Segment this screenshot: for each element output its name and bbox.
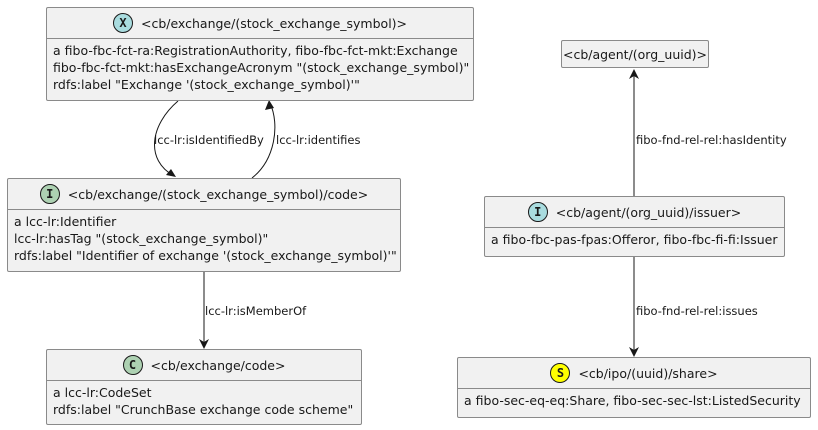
node-exchange-code-header: I <cb/exchange/(stock_exchange_symbol)/c… xyxy=(8,179,400,210)
node-exchange-title: <cb/exchange/(stock_exchange_symbol)> xyxy=(140,15,408,31)
node-exchange-line-3: rdfs:label "Exchange '(stock_exchange_sy… xyxy=(53,77,360,92)
node-code-set-header: C <cb/exchange/code> xyxy=(47,350,361,381)
node-issuer-header: I <cb/agent/(org_uuid)/issuer> xyxy=(485,197,784,228)
edge-identifies xyxy=(251,102,276,179)
stereotype-i-icon: I xyxy=(39,184,60,204)
stereotype-i-icon: I xyxy=(527,202,548,222)
node-code-set-title: <cb/exchange/code> xyxy=(150,357,286,373)
node-exchange: X <cb/exchange/(stock_exchange_symbol)> … xyxy=(46,7,474,101)
node-code-set-body: a lcc-lr:CodeSet rdfs:label "CrunchBase … xyxy=(47,381,361,418)
edge-is-identified-by-arrowhead xyxy=(166,169,176,177)
edge-label-issues: fibo-fnd-rel-rel:issues xyxy=(636,304,758,318)
node-agent-header: <cb/agent/(org_uuid)> xyxy=(562,41,708,67)
node-code-set: C <cb/exchange/code> a lcc-lr:CodeSet rd… xyxy=(46,349,362,425)
node-share-body: a fibo-sec-eq-eq:Share, fibo-sec-sec-lst… xyxy=(458,389,810,409)
node-issuer-title: <cb/agent/(org_uuid)/issuer> xyxy=(555,204,742,220)
node-exchange-code-title: <cb/exchange/(stock_exchange_symbol)/cod… xyxy=(67,186,369,202)
edge-is-identified-by xyxy=(153,100,179,177)
node-code-set-line-2: rdfs:label "CrunchBase exchange code sch… xyxy=(53,402,354,417)
node-exchange-line-2: fibo-fbc-fct-mkt:hasExchangeAcronym "(st… xyxy=(53,60,470,75)
edge-label-has-identity: fibo-fnd-rel-rel:hasIdentity xyxy=(636,133,787,147)
node-issuer: I <cb/agent/(org_uuid)/issuer> a fibo-fb… xyxy=(484,196,785,257)
node-exchange-line-1: a fibo-fbc-fct-ra:RegistrationAuthority,… xyxy=(53,43,458,58)
node-agent-title: <cb/agent/(org_uuid)> xyxy=(562,46,708,62)
node-issuer-line-1: a fibo-fbc-pas-fpas:Offeror, fibo-fbc-fi… xyxy=(491,232,778,247)
node-exchange-code: I <cb/exchange/(stock_exchange_symbol)/c… xyxy=(7,178,401,272)
node-issuer-body: a fibo-fbc-pas-fpas:Offeror, fibo-fbc-fi… xyxy=(485,228,784,248)
stereotype-x-icon: X xyxy=(112,13,133,33)
node-exchange-body: a fibo-fbc-fct-ra:RegistrationAuthority,… xyxy=(47,39,473,93)
node-share: S <cb/ipo/(uuid)/share> a fibo-sec-eq-eq… xyxy=(457,357,811,418)
edge-label-is-identified-by: lcc-lr:isIdentifiedBy xyxy=(154,133,264,147)
edge-has-identity-arrowhead xyxy=(629,69,639,79)
node-exchange-code-body: a lcc-lr:Identifier lcc-lr:hasTag "(stoc… xyxy=(8,210,400,264)
edge-label-is-member-of: lcc-lr:isMemberOf xyxy=(205,304,307,318)
node-exchange-code-line-2: lcc-lr:hasTag "(stock_exchange_symbol)" xyxy=(14,231,269,246)
node-exchange-code-line-1: a lcc-lr:Identifier xyxy=(14,214,117,229)
node-share-title: <cb/ipo/(uuid)/share> xyxy=(578,365,718,381)
node-share-line-1: a fibo-sec-eq-eq:Share, fibo-sec-sec-lst… xyxy=(464,393,801,408)
edge-identifies-arrowhead xyxy=(265,100,274,110)
node-exchange-header: X <cb/exchange/(stock_exchange_symbol)> xyxy=(47,8,473,39)
node-exchange-code-line-3: rdfs:label "Identifier of exchange '(sto… xyxy=(14,248,397,263)
stereotype-s-icon: S xyxy=(550,363,571,383)
edge-label-identifies: lcc-lr:identifies xyxy=(276,133,361,147)
edge-is-member-of-arrowhead xyxy=(199,339,209,349)
node-code-set-line-1: a lcc-lr:CodeSet xyxy=(53,385,152,400)
stereotype-c-icon: C xyxy=(122,355,143,375)
node-agent: <cb/agent/(org_uuid)> xyxy=(561,40,709,68)
edge-issues-arrowhead xyxy=(629,347,639,357)
node-share-header: S <cb/ipo/(uuid)/share> xyxy=(458,358,810,389)
